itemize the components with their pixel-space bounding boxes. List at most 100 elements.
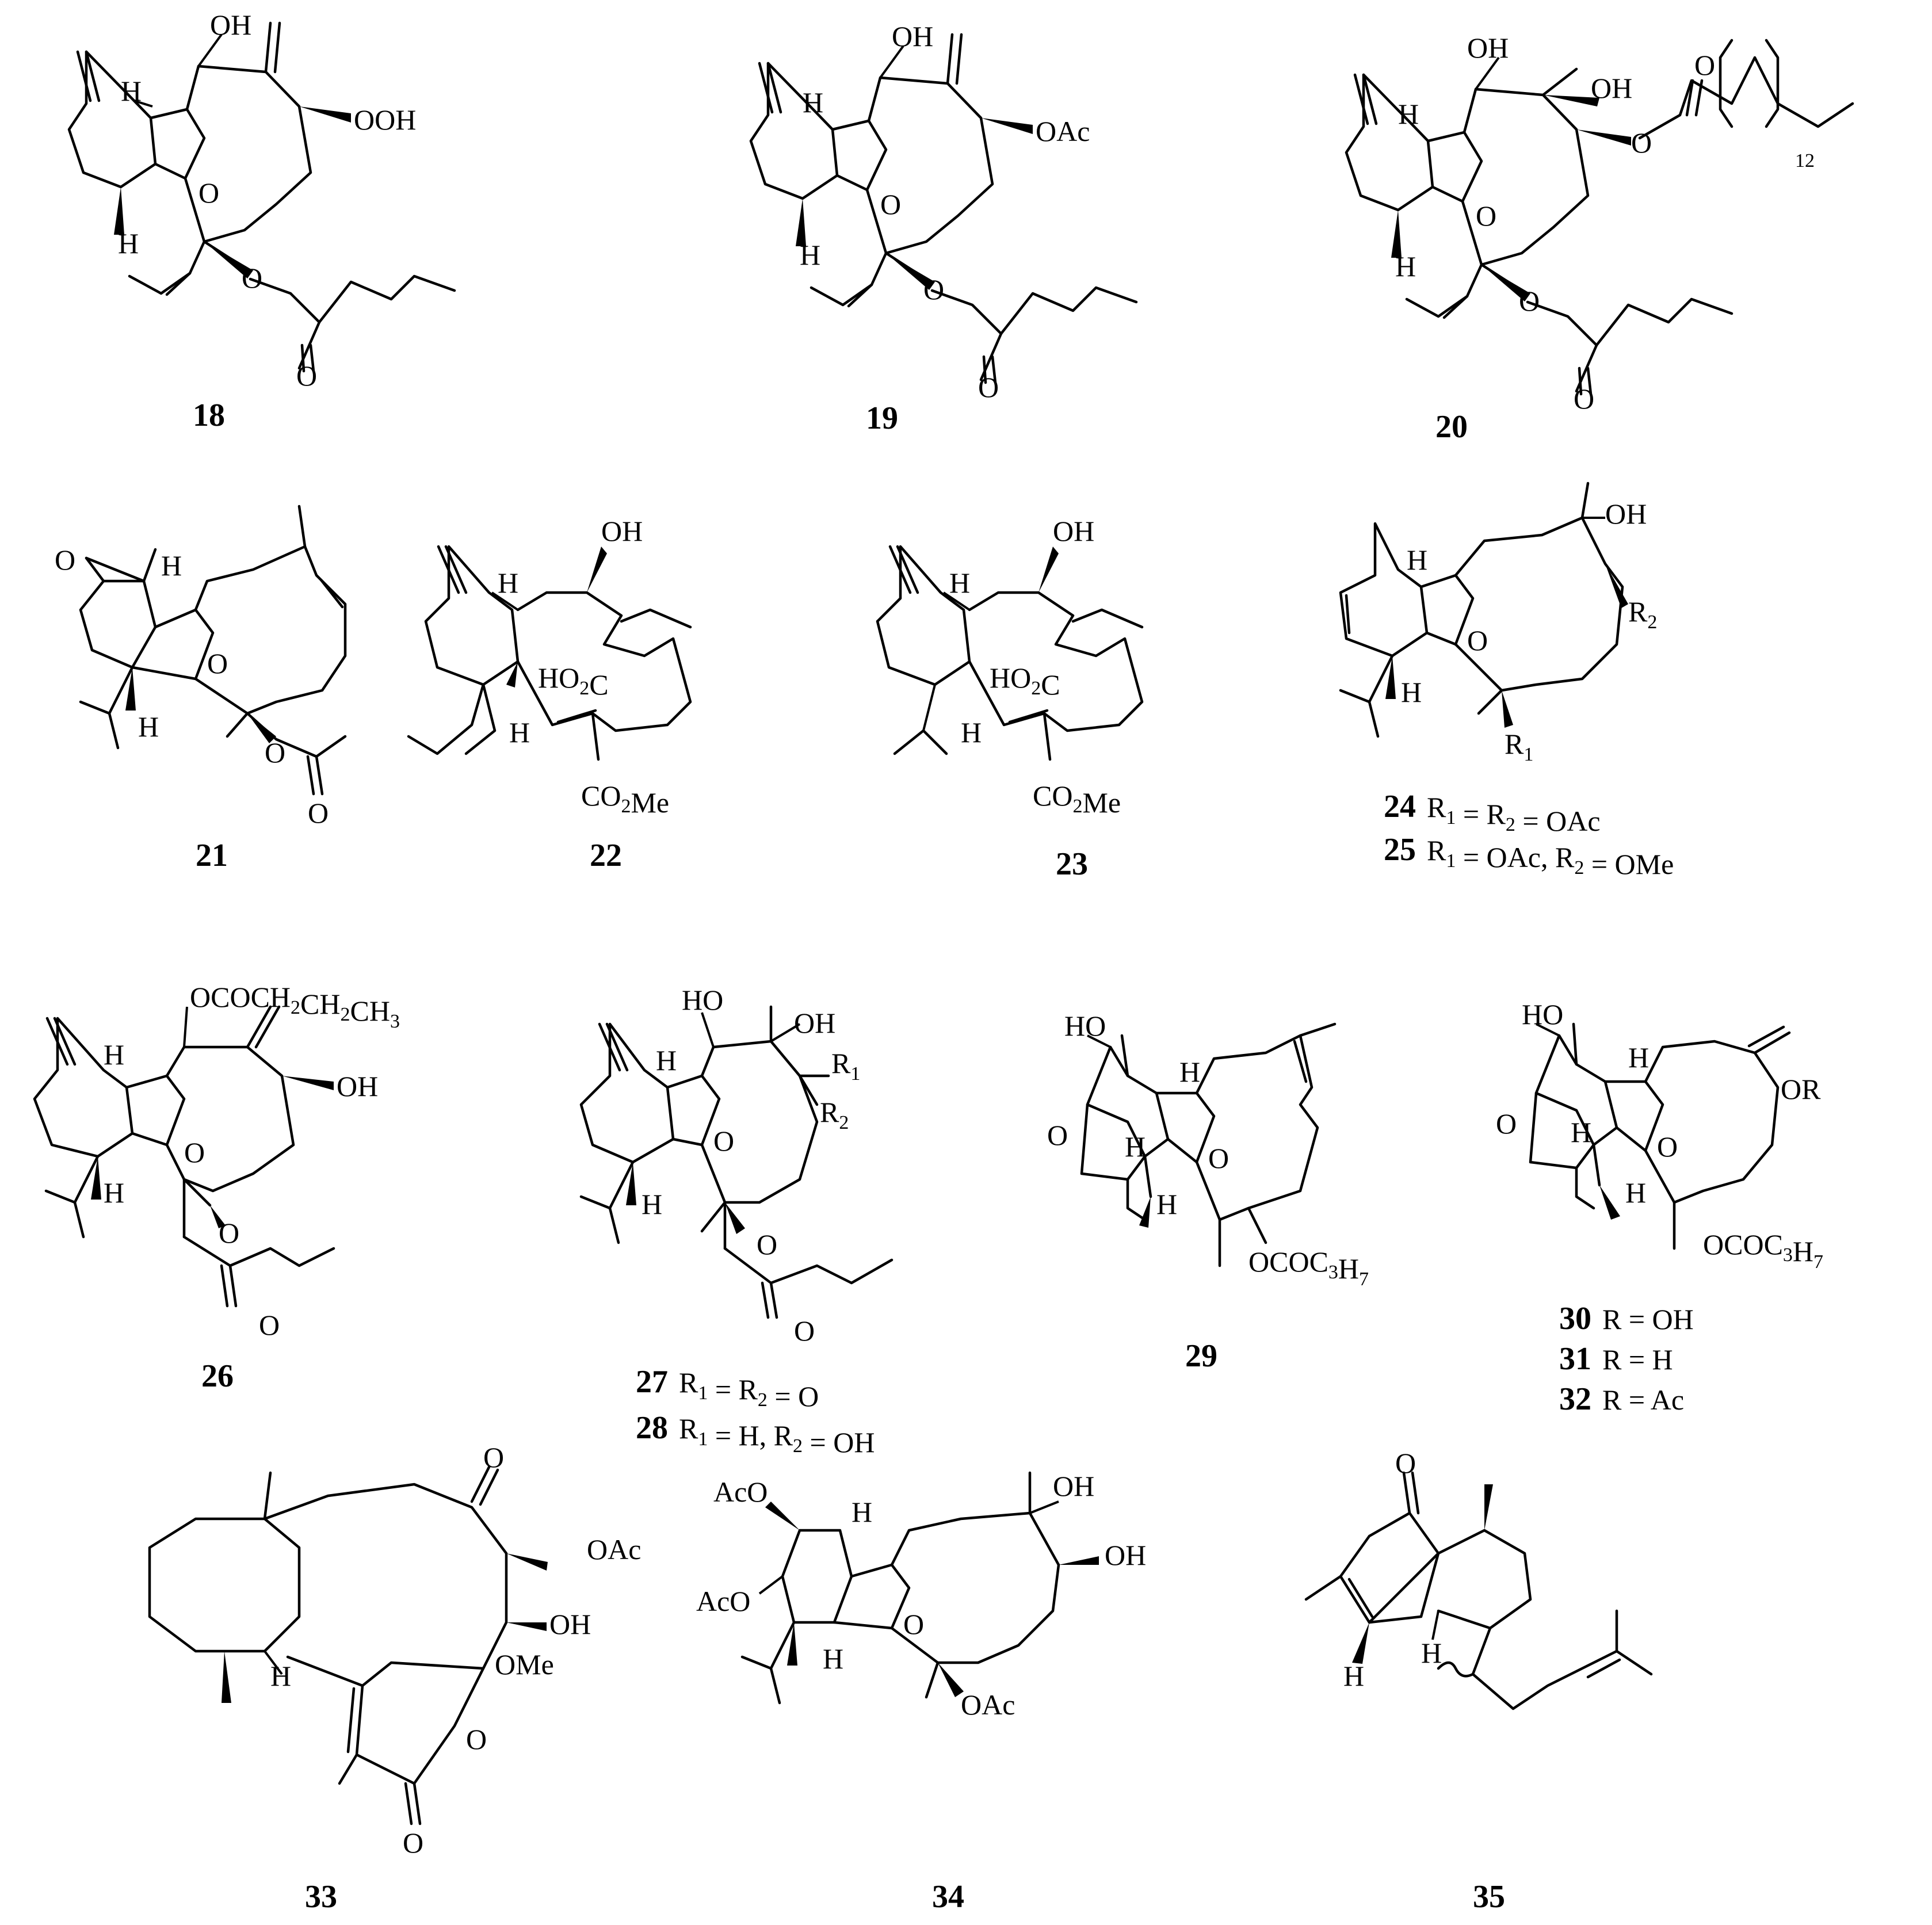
compound-19: OH OAc H H O O O 19 [749,20,1138,436]
h-34b: H [823,1643,843,1675]
h-27a: H [656,1044,677,1076]
h-30c: H [1625,1177,1646,1209]
h-18b: H [118,227,139,259]
h-24a: H [1407,544,1427,576]
h-35b: H [1421,1637,1442,1669]
o-bridge-30: O [1496,1107,1517,1140]
rgroup-31: R = H [1602,1343,1673,1376]
rgroup-25: R1 = OAc, R2 = OMe [1427,834,1674,880]
o-ring-29: O [1208,1142,1229,1174]
butanoate-26: OCOCH2CH2CH3 [190,981,400,1032]
h-30b: H [1571,1116,1591,1148]
o-carbonyl-33: O [403,1827,423,1859]
compound-label-23: 23 [1056,846,1088,882]
compound-label-29: 29 [1185,1338,1217,1374]
compound-label-32: 32 [1559,1381,1591,1417]
o-ketone-33: O [483,1441,504,1473]
compound-label-18: 18 [193,398,225,433]
o-ring-21: O [207,647,228,679]
o-carbonyl-21: O [308,797,329,829]
o-carbonyl-26: O [259,1309,280,1341]
h-21b: H [138,711,159,743]
oh-33: OH [549,1608,591,1640]
oh-23: OH [1053,515,1094,547]
compound-label-22: 22 [590,838,622,873]
ome-33: OMe [495,1648,554,1680]
o-ring-20: O [1476,200,1496,232]
compound-label-31: 31 [1559,1341,1591,1377]
oac-19: OAc [1036,115,1090,147]
aco-34a: AcO [713,1476,768,1508]
compound-35: O H H 35 [1304,1447,1653,1915]
compound-21: O H H O O O 21 [55,505,347,873]
r1-24: R1 [1505,728,1533,765]
h-22a: H [498,567,518,599]
oh-24: OH [1605,498,1647,530]
h-19a: H [803,86,823,119]
ester-29: OCOC3H7 [1248,1246,1369,1290]
or-30: OR [1781,1073,1821,1105]
o-ester-27: O [757,1228,777,1261]
o-ester-18: O [242,262,262,294]
o-ring-18: O [198,177,219,209]
ho-30: HO [1522,998,1563,1030]
o-ester2-20: O [1631,127,1652,159]
oh-22: OH [601,515,643,547]
compound-30-32: HO O H H H O OR OCOC3H7 30 R = OH 31 R =… [1496,998,1823,1417]
o-ester-26: O [219,1217,239,1249]
compound-label-25: 25 [1384,832,1416,868]
carboxyl-23: HO2C [990,662,1060,701]
oac-33: OAc [587,1533,641,1565]
r1-27: R1 [831,1047,860,1084]
o-ring-30: O [1657,1130,1678,1163]
compound-label-21: 21 [196,838,228,873]
compound-29: HO O H H H O OCOC3H7 29 [1047,1010,1369,1374]
o-carbonyl-27: O [794,1315,815,1347]
o-ester-19: O [923,273,944,305]
subscript-12: 12 [1795,150,1815,171]
compound-label-35: 35 [1473,1879,1505,1915]
o-ring-26: O [184,1136,205,1168]
compound-33: O OAc OH OMe H O O 33 [148,1441,641,1915]
h-18a: H [121,75,142,107]
h-19b: H [800,239,820,271]
compound-label-24: 24 [1384,789,1416,824]
ooh-18: OOH [354,104,416,136]
h-29c: H [1156,1188,1177,1220]
r2-27: R2 [820,1096,849,1133]
h-27b: H [642,1188,662,1220]
ho-27: HO [682,984,723,1016]
compound-label-27: 27 [636,1364,668,1400]
o-carbonyl-20: O [1574,383,1594,415]
h-29a: H [1179,1056,1200,1088]
compound-26: OCOCH2CH2CH3 OH H H O O O 26 [33,981,400,1394]
o-ring-24: O [1467,624,1488,656]
h-33: H [270,1660,291,1692]
carboxyl-22: HO2C [538,662,609,701]
oh-20a: OH [1467,32,1509,64]
compound-label-19: 19 [866,400,898,436]
compound-label-30: 30 [1559,1301,1591,1336]
h-20b: H [1395,250,1416,282]
ester-23: CO2Me [1033,780,1121,819]
oh-20b: OH [1591,72,1632,104]
ester-30: OCOC3H7 [1703,1228,1823,1273]
compound-label-28: 28 [636,1410,668,1446]
compound-18: OH OOH H H O O O 18 [67,9,456,433]
rgroup-28: R1 = H, R2 = OH [679,1412,875,1458]
o-carbonyl-18: O [296,360,317,392]
oh-19: OH [892,20,933,52]
compound-label-26: 26 [201,1358,234,1394]
aco-34b: AcO [696,1585,750,1617]
h-26a: H [104,1038,124,1071]
r2-24: R2 [1628,595,1657,633]
o-ring-19: O [880,188,901,220]
oac-34: OAc [961,1689,1015,1721]
compound-34: AcO AcO OH OH OAc H H O 34 [696,1470,1146,1915]
compound-23: OH H H HO2C CO2Me 23 [876,515,1144,882]
rgroup-32: R = Ac [1602,1384,1684,1416]
o-carbonyl-19: O [978,371,999,403]
h-20a: H [1398,98,1419,130]
compound-27-28: HO OH R1 R2 H H O O O 27 R1 = R2 = O 28 … [579,984,894,1458]
